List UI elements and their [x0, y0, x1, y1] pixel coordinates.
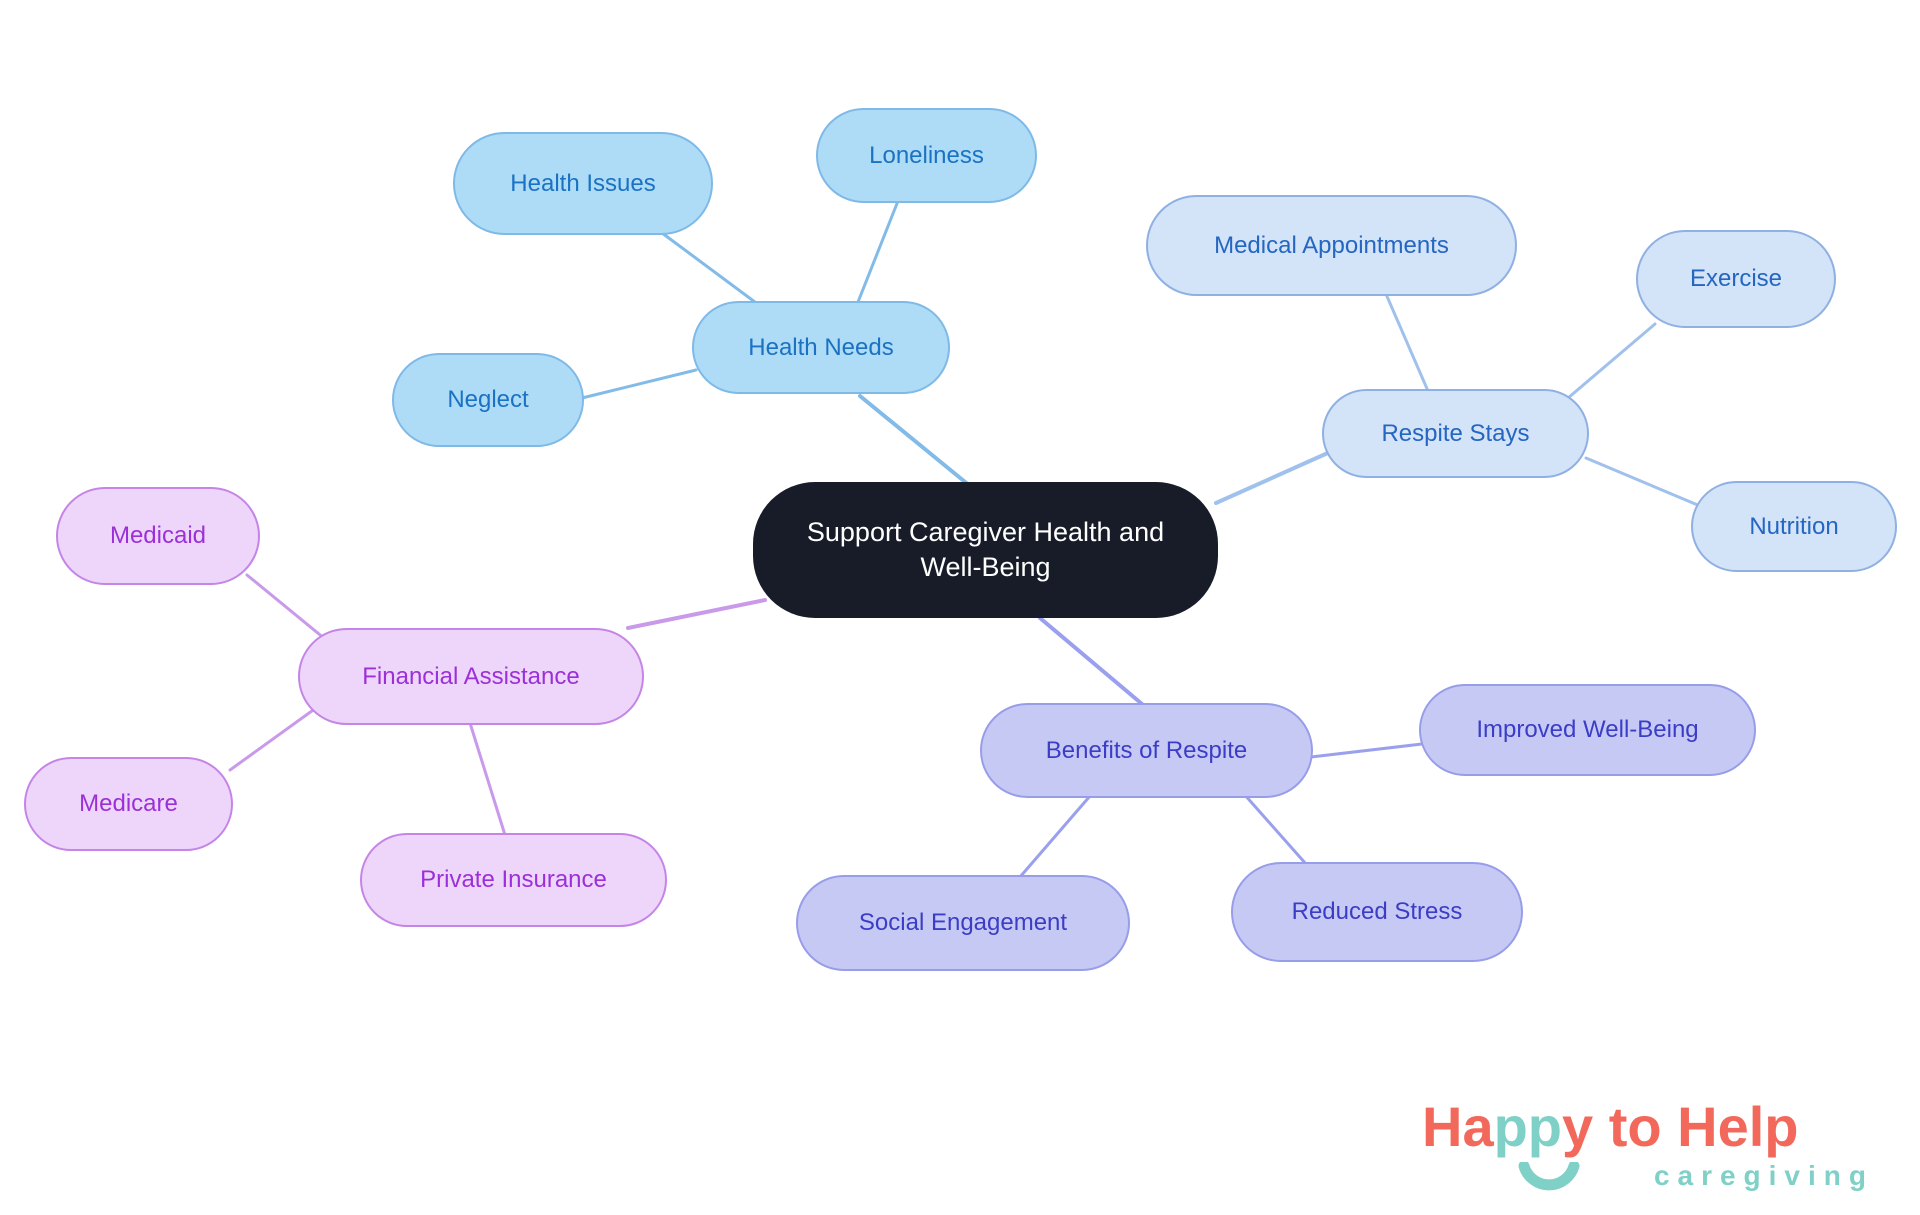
logo-wordmark: Happy to Help: [1422, 1094, 1798, 1159]
edge-medical-appointments: [1384, 292, 1430, 393]
subtopic-node-medicare: Medicare: [24, 757, 233, 851]
edge-improved-well-being: [1309, 742, 1424, 759]
logo-text-pp: pp: [1493, 1095, 1563, 1158]
edge-neglect: [580, 368, 698, 400]
subtopic-label: Social Engagement: [858, 909, 1068, 937]
subtopic-node-private-insurance: Private Insurance: [360, 833, 667, 927]
subtopic-node-exercise: Exercise: [1636, 230, 1836, 328]
logo-subtitle: caregiving: [1653, 1160, 1874, 1191]
subtopic-node-social-engagement: Social Engagement: [796, 875, 1130, 971]
central-topic-label: Support Caregiver Health and Well-Being: [806, 516, 1165, 582]
topic-node-benefits-of-respite: Benefits of Respite: [980, 703, 1313, 798]
topic-label: Benefits of Respite: [1045, 736, 1248, 764]
subtopic-label: Reduced Stress: [1291, 898, 1463, 926]
subtopic-label: Nutrition: [1749, 512, 1839, 540]
edge-nutrition: [1584, 456, 1702, 508]
subtopic-label: Exercise: [1689, 265, 1783, 293]
subtopic-label: Private Insurance: [420, 866, 607, 894]
topic-node-respite-stays: Respite Stays: [1322, 389, 1589, 478]
edge-reduced-stress: [1242, 792, 1308, 866]
subtopic-node-health-issues: Health Issues: [453, 132, 713, 235]
topic-node-financial-assistance: Financial Assistance: [298, 628, 644, 725]
edge-loneliness: [856, 199, 900, 304]
subtopic-node-improved-well-being: Improved Well-Being: [1419, 684, 1756, 776]
edge-exercise: [1566, 322, 1657, 400]
edge-center-financial-assistance: [626, 598, 767, 630]
logo-text-y-to-help: y to Help: [1562, 1095, 1799, 1158]
topic-label: Financial Assistance: [362, 662, 580, 690]
smile-icon: [1518, 1162, 1580, 1191]
topic-label: Health Needs: [748, 333, 894, 361]
topic-node-health-needs: Health Needs: [692, 301, 950, 394]
happy-to-help-logo: Happy to Help caregiving: [1418, 1094, 1888, 1212]
edge-center-benefits-of-respite: [1038, 616, 1144, 706]
edge-social-engagement: [1018, 794, 1092, 879]
subtopic-label: Medical Appointments: [1214, 231, 1449, 259]
subtopic-node-reduced-stress: Reduced Stress: [1231, 862, 1523, 962]
subtopic-node-loneliness: Loneliness: [816, 108, 1037, 203]
subtopic-node-medical-appointments: Medical Appointments: [1146, 195, 1517, 296]
edge-health-issues: [656, 228, 765, 310]
subtopic-node-nutrition: Nutrition: [1691, 481, 1897, 572]
subtopic-label: Medicare: [79, 790, 178, 818]
subtopic-label: Neglect: [447, 386, 529, 414]
subtopic-label: Loneliness: [869, 141, 984, 169]
subtopic-label: Medicaid: [109, 522, 207, 550]
subtopic-node-neglect: Neglect: [392, 353, 584, 447]
central-topic-node: Support Caregiver Health and Well-Being: [753, 482, 1218, 618]
edge-center-health-needs: [858, 394, 972, 488]
edge-private-insurance: [468, 721, 507, 837]
topic-label: Respite Stays: [1381, 419, 1530, 447]
subtopic-node-medicaid: Medicaid: [56, 487, 260, 585]
logo-text-ha: Ha: [1422, 1095, 1494, 1158]
subtopic-label: Improved Well-Being: [1476, 716, 1699, 744]
edge-center-respite-stays: [1214, 450, 1332, 505]
subtopic-label: Health Issues: [510, 169, 656, 197]
edge-medicare: [228, 706, 318, 772]
